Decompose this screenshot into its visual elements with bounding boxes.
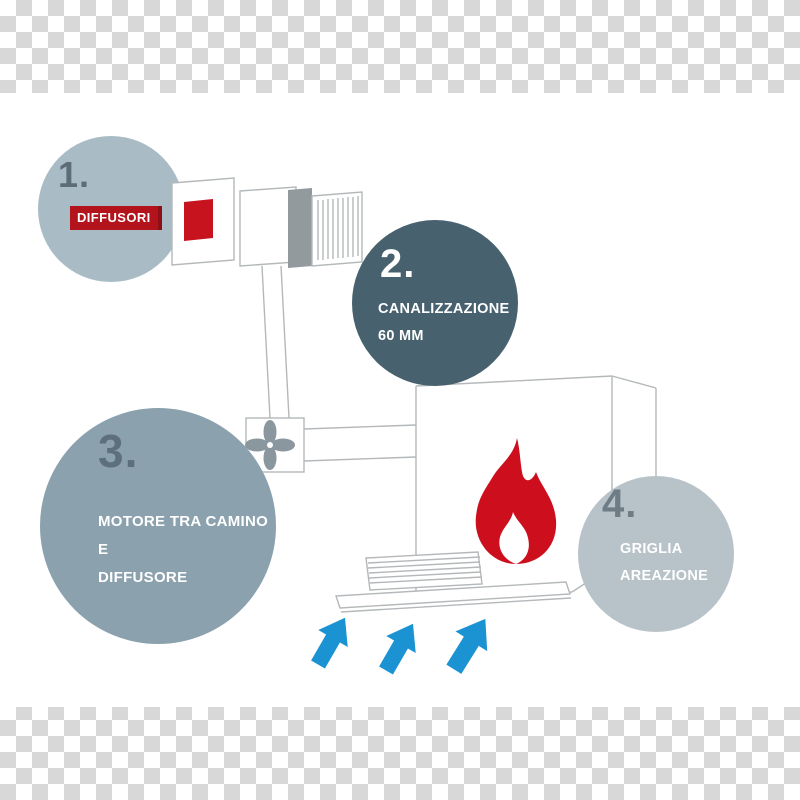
step4-number: 4.: [602, 482, 638, 526]
step3-label-line2: DIFFUSORE: [98, 569, 188, 586]
step4-label-line2: AREAZIONE: [620, 568, 709, 584]
step2-number: 2.: [380, 242, 416, 286]
step3-number: 3.: [98, 425, 139, 477]
step4-label-line1: GRIGLIA: [620, 541, 683, 557]
step3-label-line1: MOTORE TRA CAMINO E: [98, 513, 269, 558]
step2-label-line1: CANALIZZAZIONE: [378, 301, 510, 317]
step3-circle: 3. MOTORE TRA CAMINO E DIFFUSORE: [40, 408, 276, 644]
step4-circle: 4. GRIGLIA AREAZIONE: [578, 476, 734, 632]
step2-circle: 2. CANALIZZAZIONE 60 MM: [352, 220, 518, 386]
step3-label: MOTORE TRA CAMINO E DIFFUSORE: [98, 508, 276, 592]
step1-label: DIFFUSORI: [77, 210, 151, 225]
step2-label: CANALIZZAZIONE 60 MM: [378, 296, 509, 350]
step1-number: 1.: [58, 154, 91, 195]
step1-label-badge: DIFFUSORI: [70, 206, 162, 230]
step4-label: GRIGLIA AREAZIONE: [620, 536, 708, 590]
step2-label-line2: 60 MM: [378, 328, 424, 344]
